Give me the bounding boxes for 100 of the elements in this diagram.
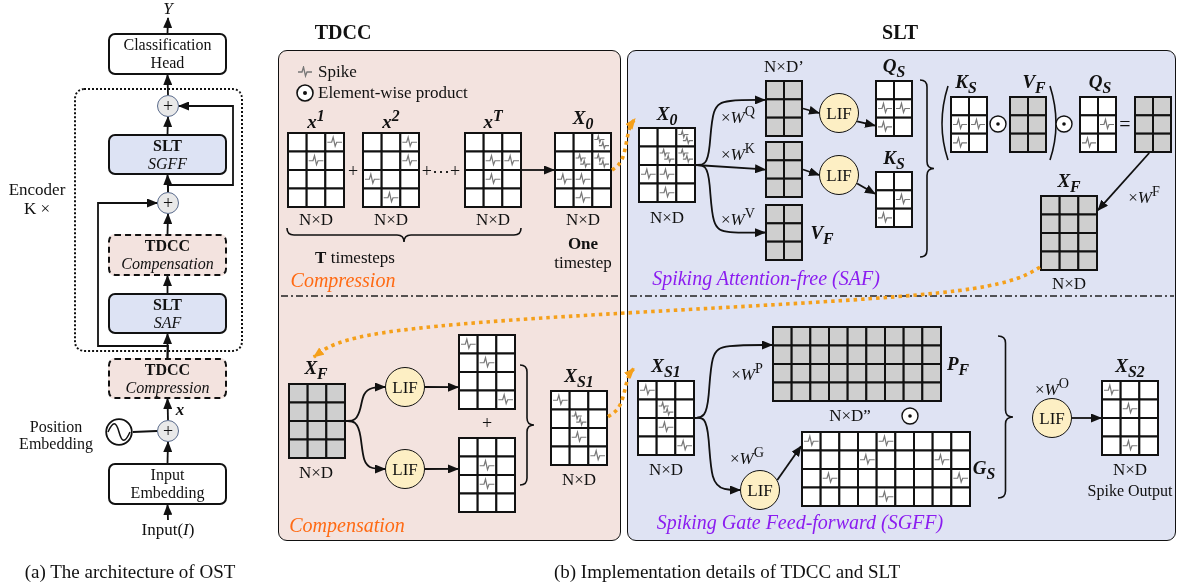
matrix-label: x$^{1}$ xyxy=(307,106,325,134)
subfigure-caption: (b) Implementation details of TDCC and SLT xyxy=(553,561,901,583)
arrow xyxy=(97,198,169,359)
arrow xyxy=(856,118,876,128)
subfigure-caption: (a) The architecture of OST xyxy=(24,561,236,583)
arrow xyxy=(163,504,173,521)
module-title: TDCC xyxy=(144,237,191,255)
edge-label: ×W$^{G}$ xyxy=(730,445,764,469)
panel-title: TDCC xyxy=(314,21,372,43)
plus-sign: + xyxy=(481,414,493,434)
matrix-label: V$_{F}$ xyxy=(1022,71,1046,97)
matrix-label: Q$_{S}$ xyxy=(1088,71,1112,97)
brace-label: T timesteps xyxy=(315,248,395,268)
dimension-label: N×D xyxy=(561,470,597,490)
arrow xyxy=(167,101,234,193)
sum-ellipsis: +⋯+ xyxy=(421,162,461,182)
matrix-label: X$_{F}$ xyxy=(1057,170,1081,196)
arrow xyxy=(694,416,741,495)
matrix-label: Q$_{S}$ xyxy=(882,55,906,81)
arrow xyxy=(695,164,766,238)
dimension-label: N×D xyxy=(1112,460,1148,480)
arrow xyxy=(163,398,173,421)
module-subtitle: Compensation xyxy=(121,255,214,273)
section-title: Spiking Attention-free (SAF) xyxy=(652,267,880,289)
timestep-note: One timestep xyxy=(553,235,613,273)
edge-label: x xyxy=(175,400,185,420)
adder-node: + xyxy=(157,192,179,214)
arrow xyxy=(1071,413,1102,423)
weight-label: ×W$^{O}$ xyxy=(1035,376,1069,400)
dimension-label: N×D xyxy=(298,463,334,483)
edge-label: ×W$^{Q}$ xyxy=(721,104,755,128)
module-title: TDCC xyxy=(144,360,191,379)
dimension-label: N×D xyxy=(648,460,684,480)
arrow xyxy=(163,74,173,96)
module-box xyxy=(108,134,227,175)
adder-node: + xyxy=(157,95,179,117)
arrow xyxy=(345,420,386,474)
arrow xyxy=(163,213,173,235)
module-title: Input Embedding xyxy=(129,466,206,502)
matrix-label: X$_{0}$ xyxy=(656,103,678,129)
module-box xyxy=(108,358,227,399)
module-subtitle: SAF xyxy=(153,313,182,332)
dimension-label: N×D” xyxy=(829,406,871,426)
section-title: Spiking Gate Feed-forward (SGFF) xyxy=(656,511,944,533)
dimension-label: N×D xyxy=(565,210,601,230)
arrow xyxy=(521,165,555,175)
matrix-label: K$_{S}$ xyxy=(955,71,977,97)
group-label: Encoder K × xyxy=(7,181,67,219)
matrix-label: x$^{T}$ xyxy=(483,106,503,134)
arrow xyxy=(424,382,459,392)
module-box xyxy=(108,234,227,276)
arrow xyxy=(802,167,820,176)
dimension-label: N×D xyxy=(1051,274,1087,294)
panel-title: SLT xyxy=(882,21,918,43)
arrow xyxy=(1097,152,1151,212)
edge-label: ×W$^{V}$ xyxy=(721,206,755,230)
edge-label: ×W$^{P}$ xyxy=(731,361,763,385)
module-title: SLT xyxy=(153,136,182,155)
dimension-label: N×D xyxy=(373,210,409,230)
arrow xyxy=(163,17,173,34)
matrix-label: x$^{2}$ xyxy=(382,106,400,134)
arrow xyxy=(802,105,820,115)
dimension-label: N×D’ xyxy=(764,57,804,77)
legend-label: Element-wise product xyxy=(318,83,468,103)
module-box xyxy=(108,463,227,505)
arrow xyxy=(776,445,802,481)
module-subtitle: SGFF xyxy=(147,154,188,173)
dimension-label: N×D xyxy=(298,210,334,230)
plus-sign: + xyxy=(347,162,359,182)
output-caption: Spike Output xyxy=(1087,482,1173,500)
arrow xyxy=(856,182,876,195)
module-box xyxy=(108,33,227,75)
module-box xyxy=(108,293,227,334)
dotted-arrow xyxy=(607,367,636,419)
arrow xyxy=(163,116,173,135)
section-title: Compression xyxy=(290,269,396,291)
arrow xyxy=(163,441,173,464)
module-subtitle: Compression xyxy=(125,378,210,397)
dotted-arrow xyxy=(611,117,637,172)
arrow xyxy=(163,275,172,294)
matrix-label: X$_{S1}$ xyxy=(564,365,594,391)
dimension-label: N×D xyxy=(475,210,511,230)
matrix-label: X$_{F}$ xyxy=(304,357,328,383)
edge-label: ×W$^{F}$ xyxy=(1128,184,1160,208)
dimension-label: N×D xyxy=(649,208,685,228)
position-embedding-label: Position Embedding xyxy=(18,419,94,453)
matrix-label: X$_{0}$ xyxy=(572,107,594,133)
section-title: Compensation xyxy=(289,514,405,536)
matrix-label: X$_{S2}$ xyxy=(1115,355,1145,381)
matrix-label: K$_{S}$ xyxy=(883,147,905,173)
matrix-label: X$_{S1}$ xyxy=(651,355,681,381)
arrow xyxy=(424,464,459,474)
module-title: SLT xyxy=(153,295,182,314)
matrix-label: V$_{F}$ xyxy=(810,222,834,248)
matrix-label: P$_{F}$ xyxy=(946,353,970,379)
legend-label: Spike xyxy=(318,62,357,82)
edge-label: ×W$^{K}$ xyxy=(721,141,755,165)
input-label: Input(I) xyxy=(134,520,202,540)
dotted-arrow xyxy=(312,265,1041,359)
matrix-label: G$_{S}$ xyxy=(972,457,996,483)
